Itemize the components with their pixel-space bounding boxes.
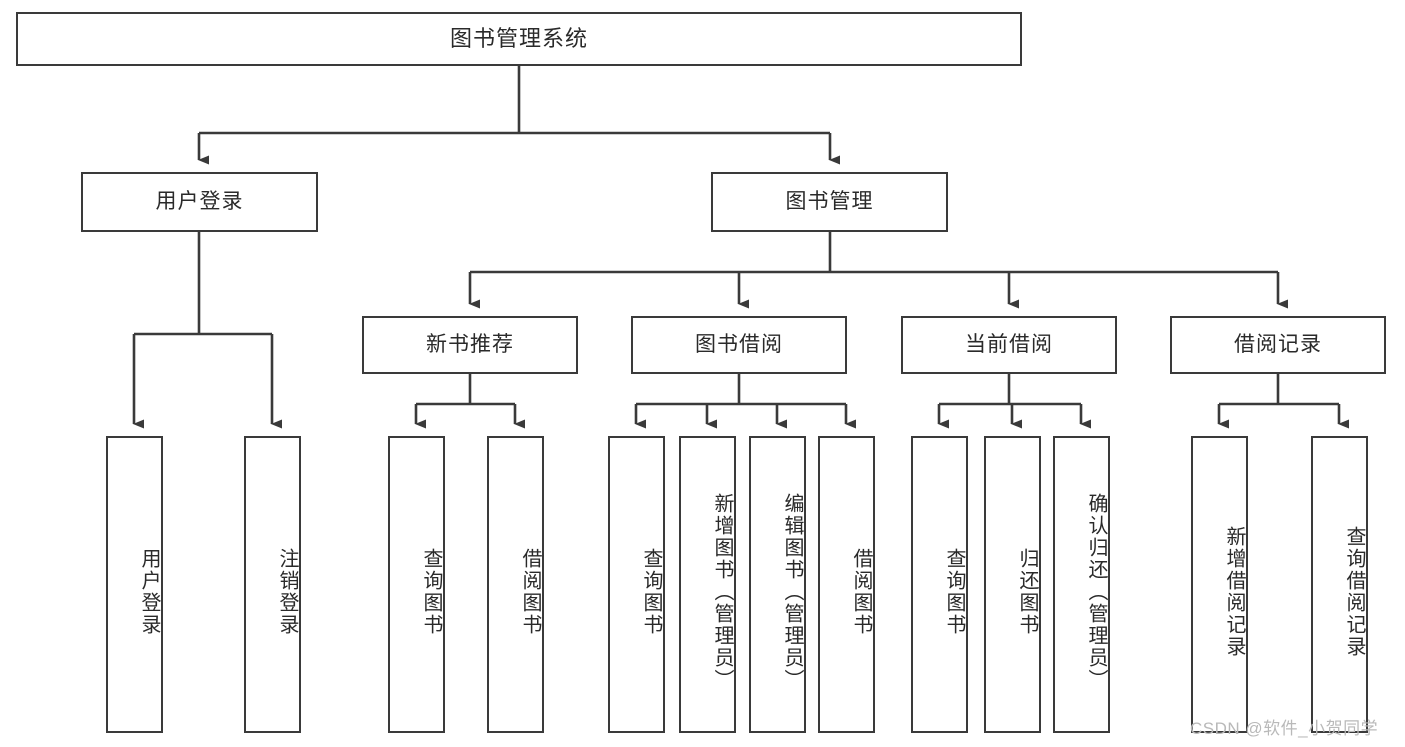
node-bb-add-book-admin[interactable]: 新增图书（管理员） (679, 436, 736, 733)
node-user-login-action[interactable]: 用户登录 (106, 436, 163, 733)
csdn-watermark: CSDN @软件_小贺同学 (1190, 719, 1379, 738)
edge-newbook-to-leaves (414, 374, 525, 429)
node-nbr-search-book[interactable]: 查询图书 (388, 436, 445, 733)
node-borrow-record[interactable]: 借阅记录 (1170, 316, 1386, 374)
node-root-system[interactable]: 图书管理系统 (16, 12, 1022, 66)
node-user-login[interactable]: 用户登录 (81, 172, 318, 232)
edge-bookborrow-to-leaves (634, 374, 856, 429)
node-book-borrow[interactable]: 图书借阅 (631, 316, 847, 374)
node-new-book-recommend[interactable]: 新书推荐 (362, 316, 578, 374)
node-book-manage[interactable]: 图书管理 (711, 172, 948, 232)
node-user-logout-action[interactable]: 注销登录 (244, 436, 301, 733)
node-nbr-borrow-book[interactable]: 借阅图书 (487, 436, 544, 733)
node-bb-edit-book-admin[interactable]: 编辑图书（管理员） (749, 436, 806, 733)
node-bb-search-book[interactable]: 查询图书 (608, 436, 665, 733)
node-cb-confirm-return-admin[interactable]: 确认归还（管理员） (1053, 436, 1110, 733)
node-br-add-record[interactable]: 新增借阅记录 (1191, 436, 1248, 733)
node-bb-borrow-book[interactable]: 借阅图书 (818, 436, 875, 733)
edge-bookmanage-to-level3 (468, 232, 1288, 309)
edge-borrowrecord-to-leaves (1217, 374, 1349, 429)
edge-root-to-level2 (197, 66, 840, 165)
node-current-borrow[interactable]: 当前借阅 (901, 316, 1117, 374)
edge-currentborrow-to-leaves (937, 374, 1091, 429)
node-cb-return-book[interactable]: 归还图书 (984, 436, 1041, 733)
edge-userlogin-to-leaves (132, 232, 282, 429)
node-cb-search-book[interactable]: 查询图书 (911, 436, 968, 733)
node-br-search-record[interactable]: 查询借阅记录 (1311, 436, 1368, 733)
